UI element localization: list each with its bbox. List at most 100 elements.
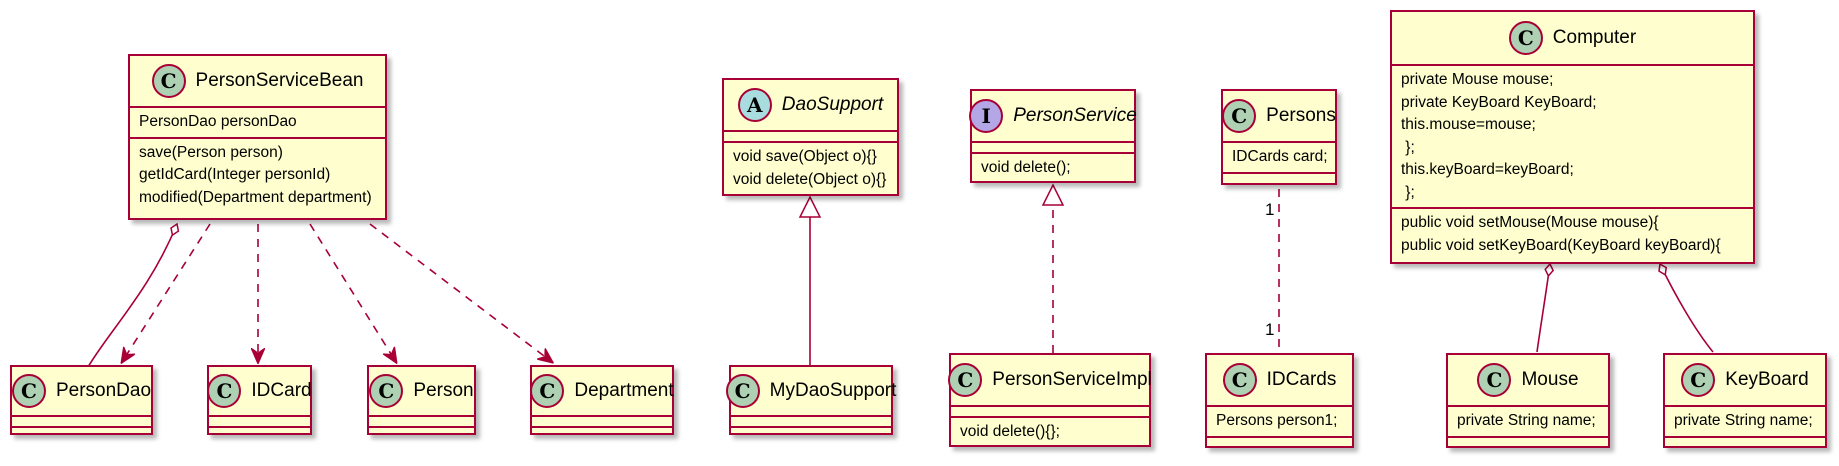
class-header: C PersonDao — [11, 367, 151, 417]
class-header: C Person — [369, 367, 474, 417]
fields-section — [731, 417, 891, 426]
multiplicity-idcards: 1 — [1265, 320, 1275, 339]
fields-section: private String name; — [1665, 407, 1825, 436]
field: private String name; — [1457, 412, 1596, 429]
method: void delete(Object o){} — [733, 170, 887, 188]
fields-section: IDCards card; — [1223, 143, 1335, 172]
method: void save(Object o){} — [733, 148, 877, 165]
class-name: MyDaoSupport — [769, 380, 897, 401]
methods-section: void delete(){}; — [951, 416, 1149, 447]
class-department[interactable]: C Department — [530, 365, 674, 435]
method: modified(Department department) — [139, 188, 372, 206]
fields-section — [724, 132, 897, 141]
methods-section — [1223, 171, 1335, 181]
field: Persons person1; — [1216, 412, 1338, 429]
class-name: PersonServiceBean — [195, 70, 364, 91]
class-idcards[interactable]: C IDCards Persons person1; — [1205, 353, 1354, 448]
class-persons[interactable]: C Persons IDCards card; — [1221, 89, 1337, 185]
class-name: KeyBoard — [1725, 369, 1809, 390]
field: }; — [1401, 138, 1415, 156]
class-computer[interactable]: C Computer private Mouse mouse; private … — [1390, 10, 1755, 264]
field: private KeyBoard KeyBoard; — [1401, 93, 1597, 111]
aggregation-personservicebean-persondao — [87, 224, 177, 368]
fields-section — [12, 417, 151, 426]
class-keyboard[interactable]: C KeyBoard private String name; — [1663, 353, 1827, 448]
methods-section — [1665, 435, 1825, 445]
class-name: Computer — [1552, 27, 1637, 48]
class-icon: C — [1508, 21, 1543, 55]
method: getIdCard(Integer personId) — [139, 166, 331, 183]
class-icon: C — [1222, 363, 1257, 397]
method: public void setKeyBoard(KeyBoard keyBoar… — [1401, 236, 1721, 254]
class-icon: C — [1477, 363, 1512, 397]
class-icon: C — [369, 374, 404, 408]
class-person[interactable]: C Person — [367, 365, 476, 435]
interface-icon: I — [969, 99, 1004, 133]
class-icon: C — [530, 374, 565, 408]
class-name: Mouse — [1521, 369, 1579, 390]
methods-section — [12, 426, 151, 435]
dependency-personservicebean-department — [369, 223, 552, 362]
class-name: Department — [574, 380, 674, 401]
class-icon: C — [207, 374, 242, 408]
field: private String name; — [1674, 412, 1813, 429]
method: void delete(){}; — [960, 423, 1060, 440]
class-header: C Persons — [1222, 91, 1336, 143]
class-persondao[interactable]: C PersonDao — [10, 365, 153, 435]
fields-section — [532, 417, 672, 426]
fields-section — [951, 407, 1149, 416]
field: private Mouse mouse; — [1401, 71, 1554, 88]
aggregation-computer-mouse — [1536, 264, 1550, 353]
class-icon: C — [725, 374, 760, 408]
abstract-icon: A — [737, 88, 772, 122]
class-header: C IDCards — [1207, 355, 1352, 407]
methods-section: save(Person person) getIdCard(Integer pe… — [130, 136, 385, 213]
field: this.keyBoard=keyBoard; — [1401, 161, 1574, 178]
methods-section — [532, 426, 672, 435]
methods-section — [1207, 435, 1352, 445]
class-icon: C — [1681, 363, 1716, 397]
methods-section — [1448, 435, 1608, 445]
fields-section — [209, 417, 310, 426]
class-icon: C — [948, 363, 983, 397]
class-name: PersonServiceImpl — [992, 369, 1152, 390]
class-header: I PersonService — [969, 91, 1137, 143]
methods-section — [209, 426, 310, 435]
method: save(Person person) — [139, 143, 283, 161]
aggregation-computer-keyboard — [1660, 264, 1714, 353]
dependency-personservicebean-person — [309, 223, 396, 362]
class-personserviceimpl[interactable]: C PersonServiceImpl void delete(){}; — [948, 353, 1152, 447]
class-mouse[interactable]: C Mouse private String name; — [1446, 353, 1610, 448]
class-icon: C — [151, 64, 186, 98]
class-header: C PersonServiceBean — [130, 56, 385, 108]
method: public void setMouse(Mouse mouse){ — [1401, 214, 1659, 231]
field: this.mouse=mouse; — [1401, 116, 1536, 133]
multiplicity-persons: 1 — [1265, 200, 1275, 219]
class-name: Persons — [1266, 105, 1336, 126]
methods-section: void delete(); — [972, 152, 1134, 183]
class-header: C Computer — [1392, 12, 1753, 66]
class-header: C PersonServiceImpl — [948, 355, 1152, 407]
class-icon: C — [1222, 99, 1257, 133]
fields-section: private String name; — [1448, 407, 1608, 436]
class-header: C Mouse — [1448, 355, 1608, 407]
method: void delete(); — [981, 159, 1071, 176]
class-personservicebean[interactable]: C PersonServiceBean PersonDao personDao … — [128, 54, 387, 220]
class-name: DaoSupport — [781, 94, 884, 115]
class-personservice[interactable]: I PersonService void delete(); — [969, 89, 1137, 183]
class-header: C KeyBoard — [1665, 355, 1825, 407]
methods-section: void save(Object o){} void delete(Object… — [724, 141, 897, 194]
class-name: IDCard — [251, 380, 312, 401]
class-daosupport[interactable]: A DaoSupport void save(Object o){} void … — [722, 78, 899, 196]
class-header: C MyDaoSupport — [725, 367, 896, 417]
class-idcard[interactable]: C IDCard — [207, 365, 312, 435]
class-header: A DaoSupport — [724, 80, 897, 132]
class-name: Person — [413, 380, 474, 401]
fields-section — [369, 417, 474, 426]
dependency-personservicebean-persondao — [122, 223, 211, 362]
fields-section: PersonDao personDao — [130, 108, 385, 137]
class-header: C Department — [530, 367, 674, 417]
class-mydaosupport[interactable]: C MyDaoSupport — [725, 365, 896, 435]
field: PersonDao personDao — [139, 113, 297, 130]
